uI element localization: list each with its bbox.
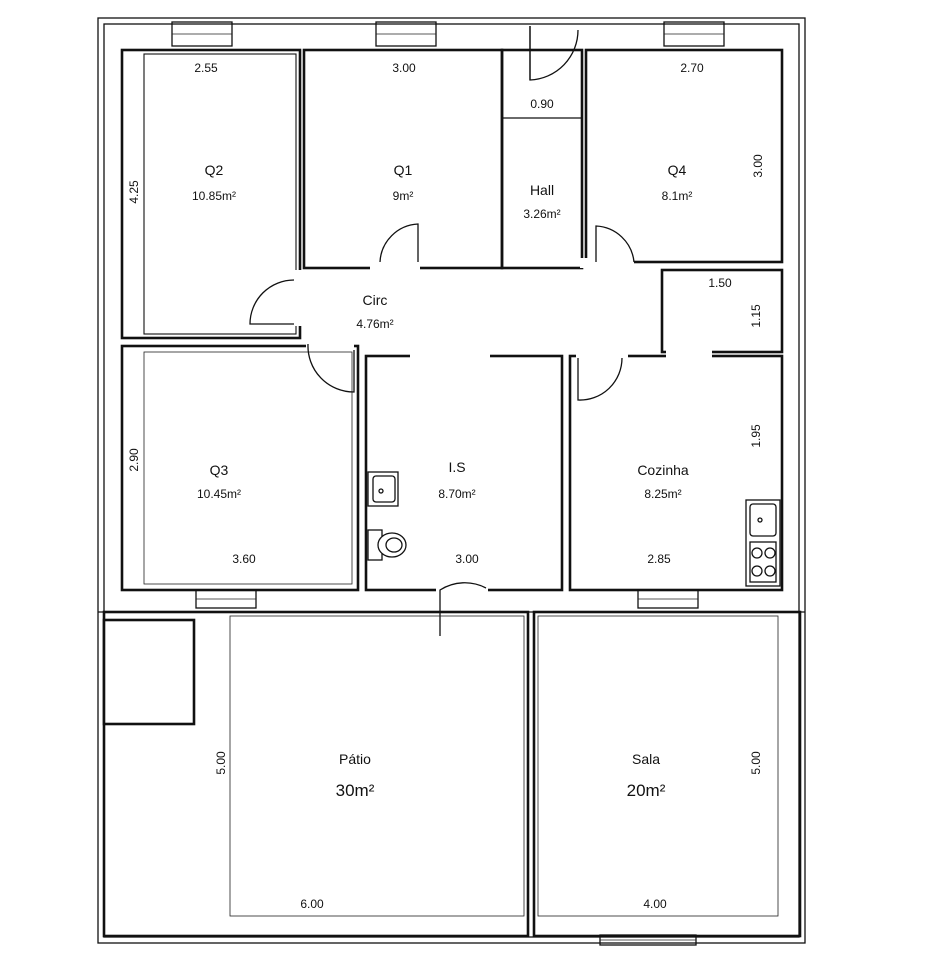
room-name-circ: Circ — [363, 292, 388, 308]
dimension-labels: 2.55 3.00 0.90 2.70 3.00 4.25 1.50 1.15 … — [127, 61, 765, 911]
dim-q4-height: 3.00 — [751, 154, 765, 178]
room-name-q1: Q1 — [394, 162, 413, 178]
dim-sala-height: 5.00 — [749, 751, 763, 775]
dim-q3-height: 2.90 — [127, 448, 141, 472]
room-area-q3: 10.45m² — [197, 487, 241, 501]
room-name-cozinha: Cozinha — [637, 462, 689, 478]
room-name-q4: Q4 — [668, 162, 687, 178]
dim-store-width: 1.50 — [708, 276, 732, 290]
room-area-patio: 30m² — [336, 781, 375, 800]
dim-q3-width: 3.60 — [232, 552, 256, 566]
room-name-q2: Q2 — [205, 162, 224, 178]
room-area-q2: 10.85m² — [192, 189, 236, 203]
upper-walls — [120, 48, 784, 592]
fixtures — [367, 471, 781, 587]
room-area-sala: 20m² — [627, 781, 666, 800]
dim-cozinha-width: 2.85 — [647, 552, 671, 566]
room-name-is: I.S — [448, 459, 465, 475]
dim-cozinha-height: 1.95 — [749, 424, 763, 448]
outer-wall — [97, 17, 806, 944]
dim-q2-width: 2.55 — [194, 61, 218, 75]
dim-patio-height: 5.00 — [214, 751, 228, 775]
dim-q1-width: 3.00 — [392, 61, 416, 75]
wall-openings — [294, 258, 712, 594]
room-name-hall: Hall — [530, 182, 554, 198]
dim-q2-height: 4.25 — [127, 180, 141, 204]
dim-hall-door: 0.90 — [530, 97, 554, 111]
room-name-sala: Sala — [632, 751, 660, 767]
windows — [171, 21, 725, 946]
dim-patio-width: 6.00 — [300, 897, 324, 911]
dim-is-width: 3.00 — [455, 552, 479, 566]
room-name-patio: Pátio — [339, 751, 371, 767]
dim-sala-width: 4.00 — [643, 897, 667, 911]
room-name-q3: Q3 — [210, 462, 229, 478]
dim-q4-width: 2.70 — [680, 61, 704, 75]
room-area-q1: 9m² — [393, 189, 414, 203]
lower-walls — [98, 610, 805, 938]
room-area-is: 8.70m² — [438, 487, 475, 501]
room-area-cozinha: 8.25m² — [644, 487, 681, 501]
room-area-circ: 4.76m² — [356, 317, 393, 331]
dim-store-height: 1.15 — [749, 304, 763, 328]
room-area-hall: 3.26m² — [523, 207, 560, 221]
room-labels: Q2 10.85m² Q1 9m² Hall 3.26m² Q4 8.1m² C… — [192, 162, 692, 800]
room-area-q4: 8.1m² — [662, 189, 693, 203]
